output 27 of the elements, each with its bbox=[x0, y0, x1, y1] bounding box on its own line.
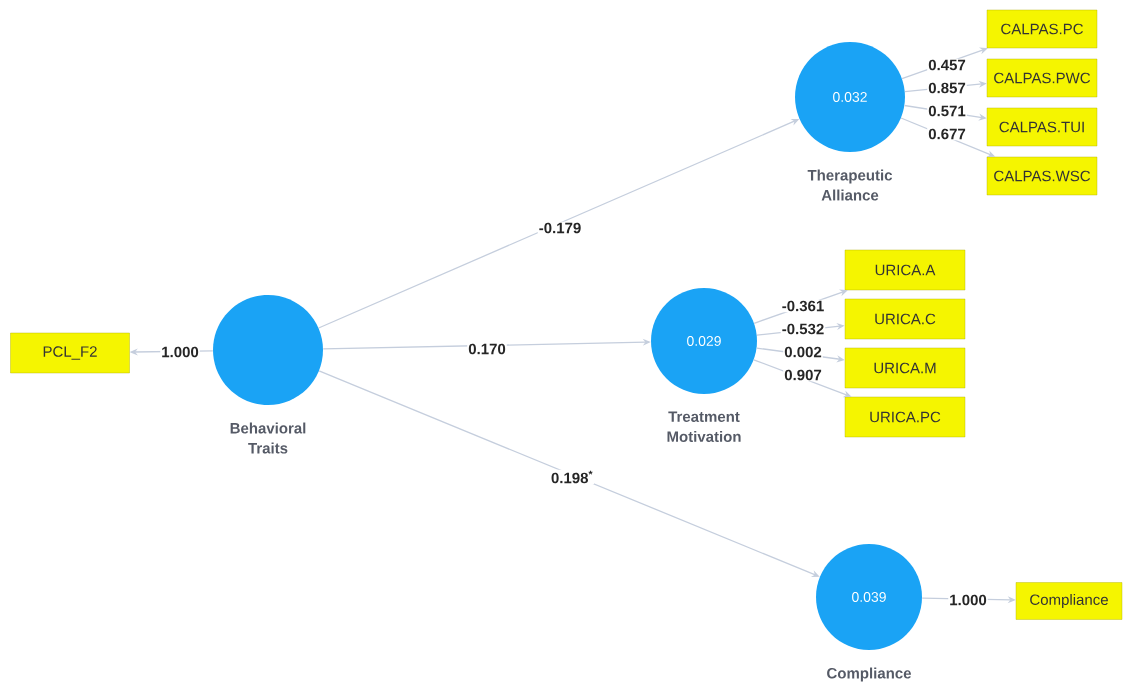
edge-label: 0.457 bbox=[927, 58, 967, 72]
indicator-box: CALPAS.WSC bbox=[986, 156, 1098, 196]
edge-label: 1.000 bbox=[160, 345, 200, 359]
indicator-box: URICA.PC bbox=[844, 396, 966, 438]
indicator-box: URICA.M bbox=[844, 347, 966, 389]
indicator-box: CALPAS.PWC bbox=[986, 58, 1098, 98]
indicator-box: PCL_F2 bbox=[10, 332, 130, 374]
indicator-box: Compliance bbox=[1015, 582, 1123, 620]
indicator-box: URICA.C bbox=[844, 298, 966, 340]
indicator-box: CALPAS.PC bbox=[986, 9, 1098, 49]
node-label: Behavioral Traits bbox=[230, 422, 306, 454]
edge-label: 0.857 bbox=[927, 81, 967, 95]
edge-label: 0.571 bbox=[927, 104, 967, 118]
edge-label: 0.907 bbox=[783, 368, 823, 382]
edge-label: 0.170 bbox=[467, 342, 507, 356]
edge-label: 1.000 bbox=[948, 593, 988, 607]
indicator-box: CALPAS.TUI bbox=[986, 107, 1098, 147]
edge-label: 0.198$^{*}$ bbox=[549, 469, 595, 485]
node-label: Therapeutic Alliance bbox=[807, 169, 893, 201]
edge-label: -0.361 bbox=[780, 299, 826, 313]
indicator-box: URICA.A bbox=[844, 249, 966, 291]
edge-label: 0.677 bbox=[927, 127, 967, 141]
edge-label: -0.532 bbox=[780, 322, 826, 336]
node-label: Compliance bbox=[827, 667, 911, 682]
edge-label: 0.002 bbox=[783, 345, 823, 359]
edge-label: -0.179 bbox=[537, 221, 583, 235]
node-label: Treatment Motivation bbox=[667, 411, 741, 442]
